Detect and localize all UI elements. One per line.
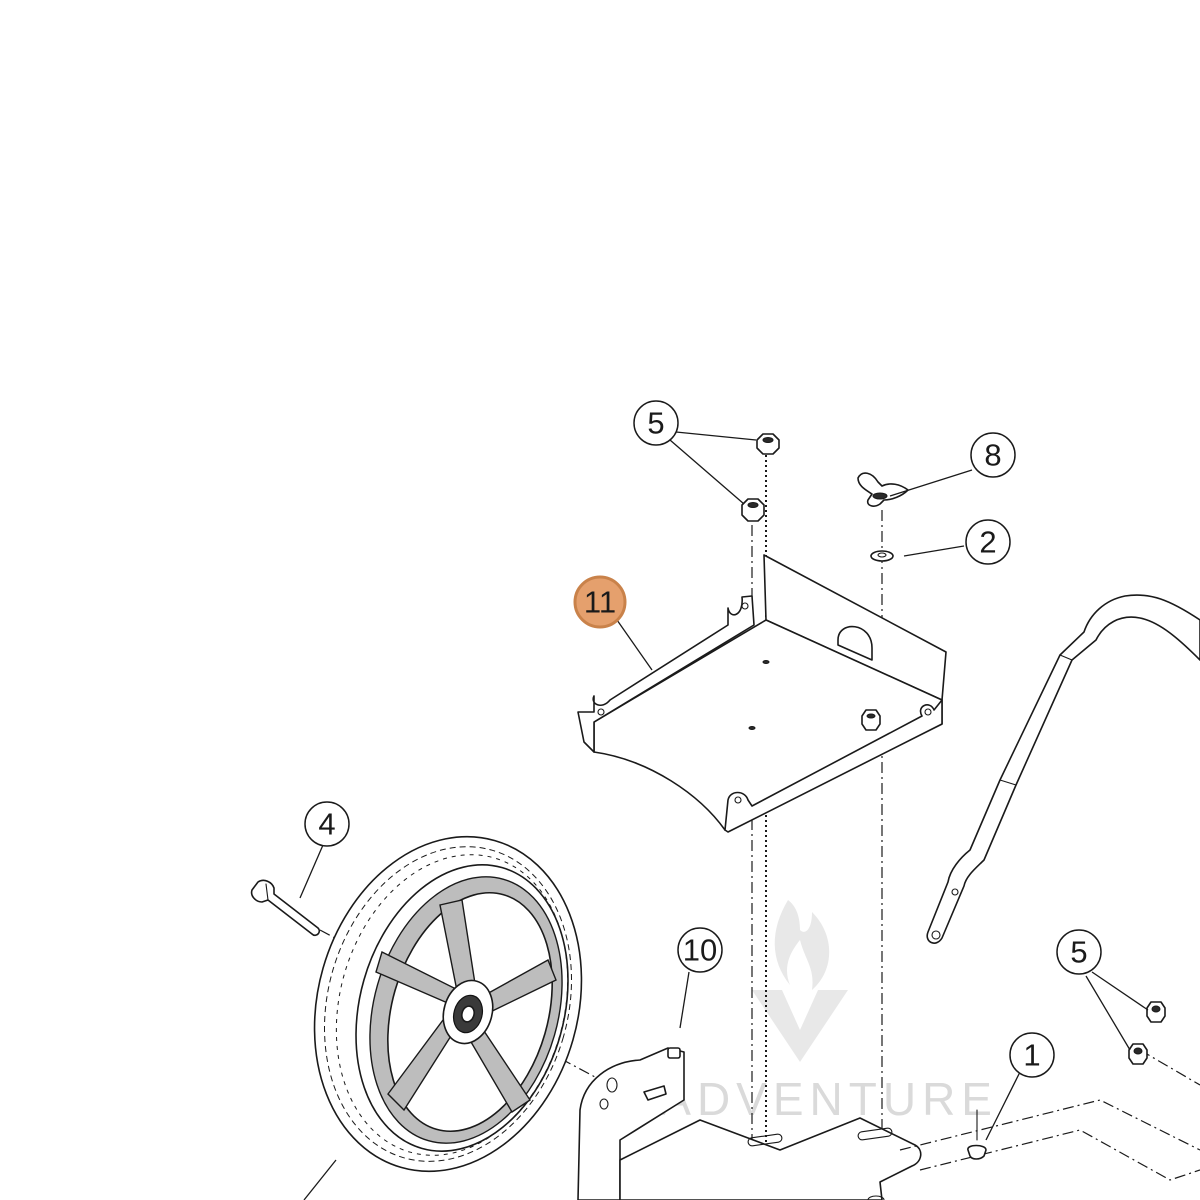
callout-1-label: 1 [1023, 1038, 1040, 1073]
hex-nut-lower-b [1128, 1043, 1148, 1065]
callout-10[interactable]: 10 [677, 927, 723, 973]
callout-8-label: 8 [984, 438, 1001, 473]
callout-4-label: 4 [318, 807, 335, 842]
axle-bolt [250, 879, 321, 937]
hex-nut-mid [741, 498, 765, 522]
callout-5-bottom[interactable]: 5 [1056, 929, 1102, 975]
tray-bracket [577, 554, 947, 833]
flame-v-logo [752, 900, 848, 1062]
callout-10-label: 10 [683, 933, 717, 968]
leader-lines [299, 431, 1149, 1200]
callout-8[interactable]: 8 [970, 432, 1016, 478]
hex-nut-lower-a [1146, 1001, 1166, 1023]
carriage-bolt [967, 1109, 987, 1160]
callout-11-label: 11 [584, 585, 616, 620]
wheel [313, 835, 583, 1173]
callout-5-bottom-label: 5 [1070, 935, 1087, 970]
cart-handle [926, 594, 1200, 944]
callout-2[interactable]: 2 [965, 519, 1011, 565]
wing-nut [857, 472, 909, 507]
callout-11[interactable]: 11 [573, 575, 627, 629]
flat-washer [870, 550, 894, 562]
callout-5-top[interactable]: 5 [633, 400, 679, 446]
hex-nut-top [756, 433, 780, 455]
callout-5-top-label: 5 [647, 406, 664, 441]
callout-1[interactable]: 1 [1009, 1032, 1055, 1078]
callout-2-label: 2 [979, 525, 996, 560]
frame-base [577, 1047, 1200, 1200]
callout-4[interactable]: 4 [304, 801, 350, 847]
